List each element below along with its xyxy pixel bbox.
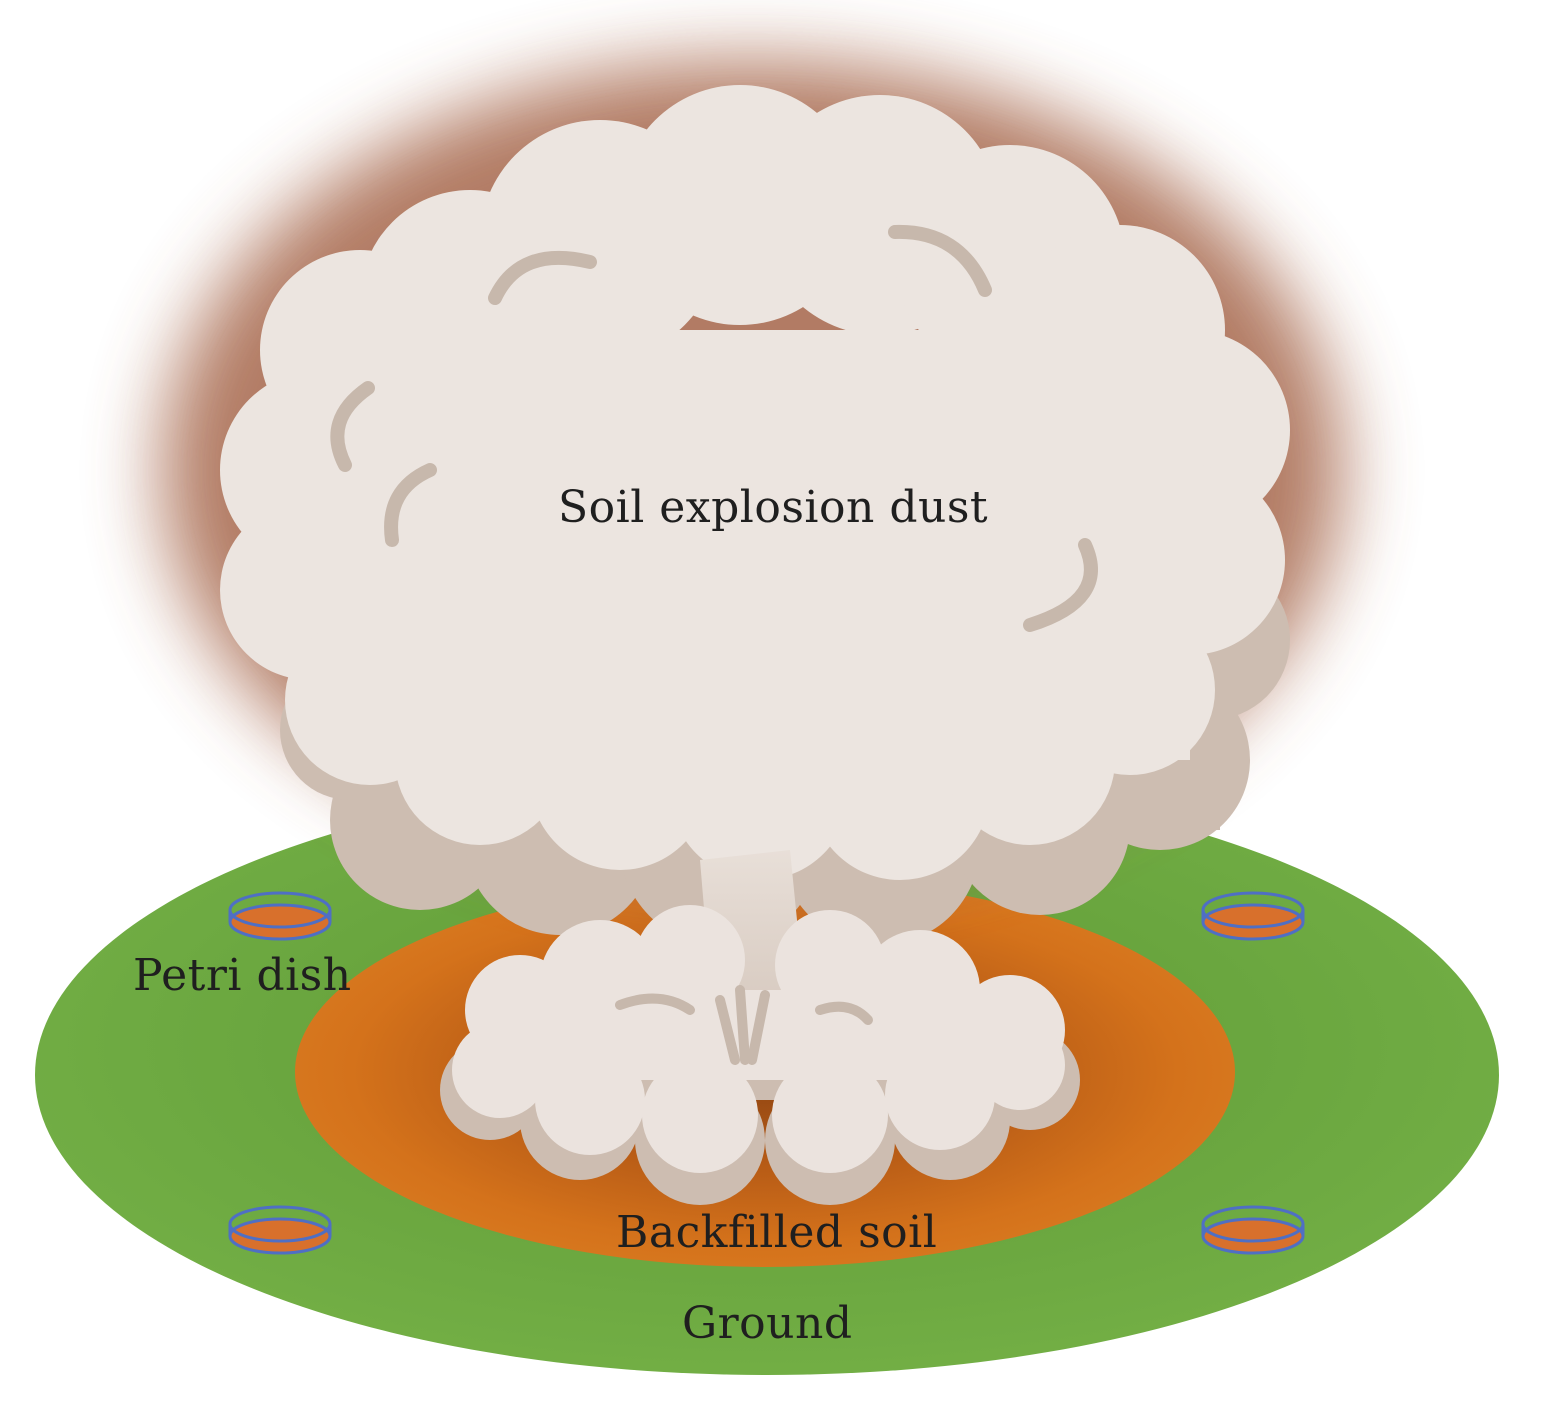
petri-dish-icon	[1201, 891, 1305, 941]
petri-dish-icon	[228, 1205, 332, 1255]
petri-dish-label: Petri dish	[133, 950, 352, 1001]
soil-explosion-dust-label: Soil explosion dust	[558, 482, 989, 533]
ground-label: Ground	[682, 1298, 853, 1349]
petri-dish-icon	[1201, 1205, 1305, 1255]
backfilled-soil-label: Backfilled soil	[616, 1207, 938, 1258]
dust-cloud-details	[330, 224, 1098, 632]
lower-cloud-details	[615, 985, 873, 1065]
lower-cloud	[452, 905, 1065, 1173]
petri-dish-icon	[228, 891, 332, 941]
dust-cloud	[220, 85, 1290, 880]
